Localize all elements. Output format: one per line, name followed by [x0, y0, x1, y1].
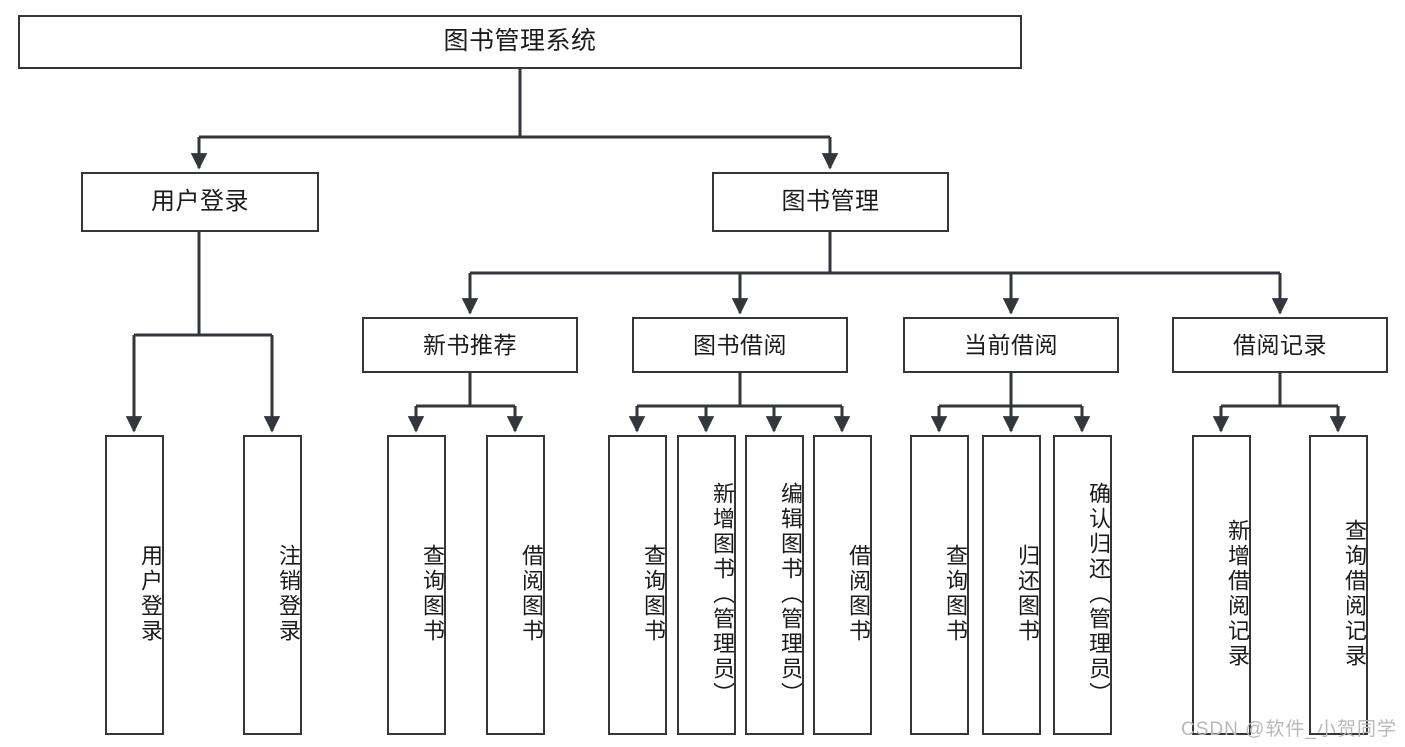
node-label: 查询图书	[420, 544, 445, 644]
node-label: 查询图书	[943, 544, 968, 644]
node-label: 借阅图书	[519, 544, 544, 644]
leaf-node-query-book-recommend[interactable]: 查询图书	[387, 435, 446, 735]
leaf-node-query-book-borrow[interactable]: 查询图书	[608, 435, 667, 735]
node-label: 注销登录	[276, 544, 301, 644]
leaf-node-user-login[interactable]: 用户登录	[105, 435, 164, 735]
node-label: 查询借阅记录	[1342, 519, 1367, 669]
leaf-node-edit-book[interactable]: 编辑图书（管理员）	[745, 435, 804, 735]
node-label: 用户登录	[151, 188, 249, 215]
node-label: 查询图书	[641, 544, 666, 644]
node-book-borrow[interactable]: 图书借阅	[632, 317, 848, 373]
leaf-node-add-book[interactable]: 新增图书（管理员）	[677, 435, 736, 735]
csdn-watermark: CSDN @软件_小贺同学	[1181, 719, 1397, 740]
leaf-node-return-book[interactable]: 归还图书	[982, 435, 1041, 735]
leaf-node-confirm-return[interactable]: 确认归还（管理员）	[1053, 435, 1112, 735]
node-label: 图书管理	[781, 188, 880, 215]
leaf-node-borrow-book-recommend[interactable]: 借阅图书	[486, 435, 545, 735]
node-user-login[interactable]: 用户登录	[81, 172, 319, 232]
node-borrow-record[interactable]: 借阅记录	[1172, 317, 1388, 373]
node-label: 新增图书（管理员）	[710, 481, 735, 707]
node-label: 当前借阅	[964, 331, 1058, 358]
node-label: 图书管理系统	[443, 27, 597, 56]
node-label: 新增借阅记录	[1225, 519, 1250, 669]
node-new-book-recommend[interactable]: 新书推荐	[362, 317, 578, 373]
node-root-system[interactable]: 图书管理系统	[18, 15, 1022, 69]
node-label: 新书推荐	[423, 331, 517, 358]
node-label: 确认归还（管理员）	[1086, 481, 1111, 707]
leaf-node-borrow-book[interactable]: 借阅图书	[813, 435, 872, 735]
node-current-borrow[interactable]: 当前借阅	[903, 317, 1119, 373]
node-label: 图书借阅	[693, 331, 787, 358]
leaf-node-add-borrow-record[interactable]: 新增借阅记录	[1192, 435, 1251, 735]
node-label: 借阅图书	[846, 544, 871, 644]
node-label: 归还图书	[1015, 544, 1040, 644]
leaf-node-query-borrow-record[interactable]: 查询借阅记录	[1309, 435, 1368, 735]
node-label: 借阅记录	[1233, 331, 1327, 358]
node-label: 用户登录	[138, 544, 163, 644]
leaf-node-query-book-current[interactable]: 查询图书	[910, 435, 969, 735]
node-book-manage[interactable]: 图书管理	[712, 172, 949, 232]
node-label: 编辑图书（管理员）	[778, 481, 803, 707]
leaf-node-logout[interactable]: 注销登录	[243, 435, 302, 735]
